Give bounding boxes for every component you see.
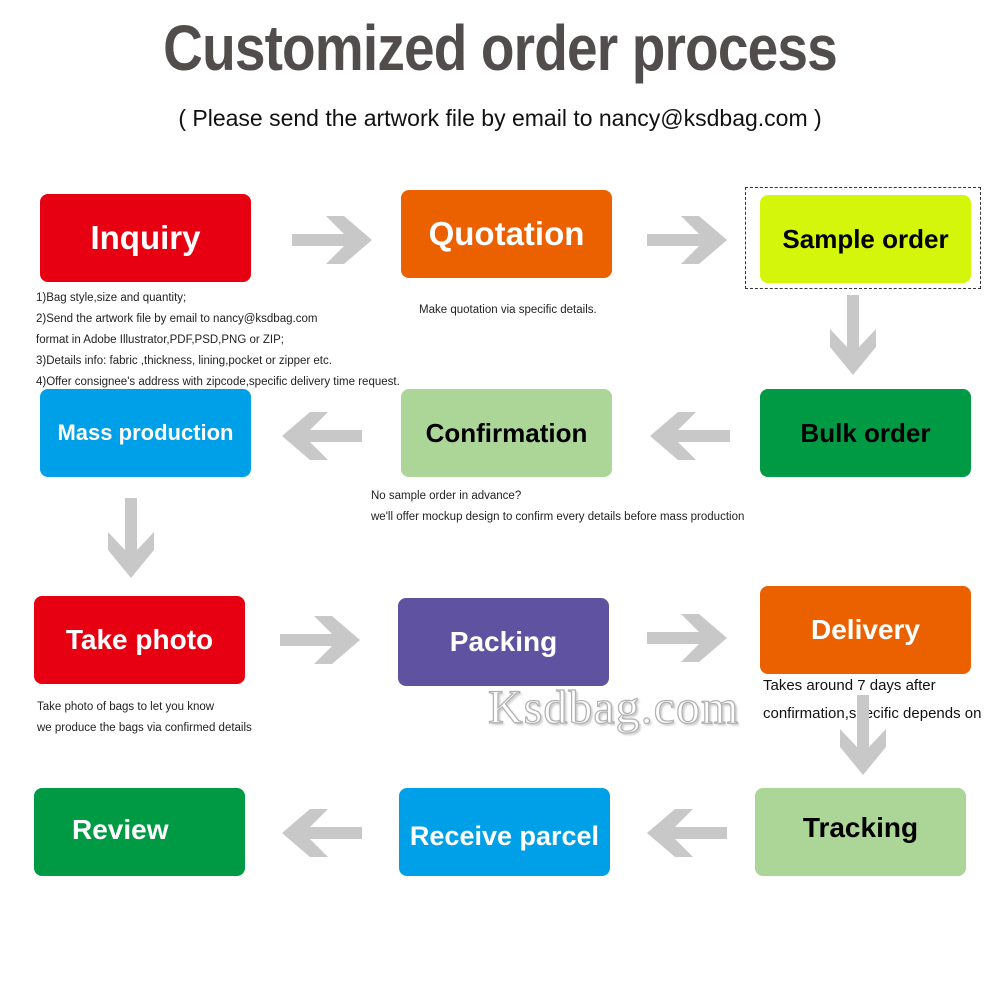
arrow-left-icon	[280, 408, 362, 464]
arrow-left-icon	[645, 805, 727, 861]
note-line: Take photo of bags to let you know	[37, 701, 215, 713]
page-subtitle: ( Please send the artwork file by email …	[178, 105, 822, 131]
note-line: 4)Offer consignee's address with zipcode…	[36, 376, 400, 388]
quotation-note: Make quotation via specific details.	[419, 300, 597, 321]
step-label: Receive parcel	[409, 820, 600, 851]
arrow-down-icon	[106, 498, 156, 580]
inquiry-notes: 1)Bag style,size and quantity; 2)Send th…	[36, 288, 400, 393]
note-line: confirmation,specific depends on	[763, 705, 982, 722]
sample-order-dashed-frame	[745, 187, 981, 289]
step-confirmation: Confirmation	[401, 389, 612, 477]
step-delivery: Delivery	[760, 586, 971, 674]
step-label: Confirmation	[425, 417, 588, 448]
step-mass-production: Mass production	[40, 389, 251, 477]
arrow-down-icon	[838, 695, 888, 777]
arrow-right-icon	[647, 610, 729, 666]
arrow-down-icon	[828, 295, 878, 377]
note-line: format in Adobe Illustrator,PDF,PSD,PNG …	[36, 334, 284, 346]
step-sample-order: Sample order	[760, 195, 971, 283]
note-line: 3)Details info: fabric ,thickness, linin…	[36, 355, 332, 367]
note-line: we produce the bags via confirmed detail…	[37, 722, 252, 734]
step-label: Bulk order	[800, 417, 931, 448]
delivery-notes: Takes around 7 days after confirmation,s…	[763, 672, 981, 728]
step-take-photo: Take photo	[34, 596, 245, 684]
step-label: Delivery	[811, 614, 920, 645]
take-photo-notes: Take photo of bags to let you know we pr…	[37, 697, 252, 739]
page-title: Customized order process	[163, 12, 838, 84]
note-line: Make quotation via specific details.	[419, 304, 597, 316]
watermark: Ksdbag.com	[487, 680, 740, 734]
step-label: Inquiry	[90, 219, 201, 256]
confirmation-notes: No sample order in advance? we'll offer …	[371, 486, 744, 528]
arrow-left-icon	[648, 408, 730, 464]
note-line: No sample order in advance?	[371, 490, 522, 502]
step-label: Review	[72, 814, 169, 845]
step-inquiry: Inquiry	[40, 194, 251, 282]
step-quotation: Quotation	[401, 190, 612, 278]
arrow-right-icon	[280, 612, 362, 668]
step-label: Sample order	[782, 223, 949, 254]
step-review: Review	[34, 788, 245, 876]
step-label: Packing	[449, 626, 558, 657]
step-label: Take photo	[65, 624, 214, 655]
step-bulk-order: Bulk order	[760, 389, 971, 477]
arrow-left-icon	[280, 805, 362, 861]
step-label: Mass production	[57, 420, 234, 445]
arrow-right-icon	[647, 212, 729, 268]
step-tracking: Tracking	[755, 788, 966, 876]
note-line: we'll offer mockup design to confirm eve…	[371, 511, 745, 523]
step-packing: Packing	[398, 598, 609, 686]
step-receive-parcel: Receive parcel	[399, 788, 610, 876]
note-line: 1)Bag style,size and quantity;	[36, 292, 187, 304]
arrow-right-icon	[292, 212, 374, 268]
note-line: 2)Send the artwork file by email to nanc…	[36, 313, 318, 325]
step-label: Tracking	[802, 812, 919, 843]
step-label: Quotation	[428, 215, 585, 252]
note-line: Takes around 7 days after	[763, 677, 936, 694]
